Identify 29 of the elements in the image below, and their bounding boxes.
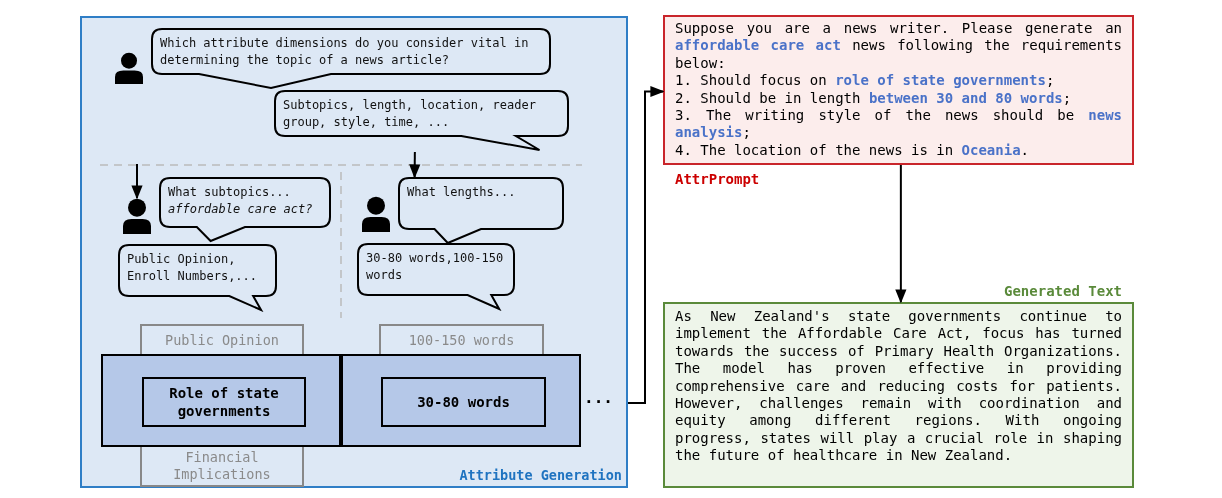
section-heading: Generated Text [1004, 282, 1122, 300]
option-box: Financial Implications [140, 447, 304, 487]
generated-text: As New Zealand's state governments continue to implement the Affordable Care Act, focus has turned towards the success of Primary Health Organizations. The model has proven effective in providing comprehensive care and reducing costs for patients. However, challenges remain with coordination and equity among different regions. With ongoing progress, states will play a crucial role in shaping the future of healthcare in New Zealand. [675, 308, 1122, 465]
speech-bubble: Subtopics, length, location, reader group, style, time, ... [274, 90, 569, 152]
prompt-text: Suppose you are a news writer. Please generate an affordable care act news following the requirements below: [675, 20, 1122, 73]
requirement-item: 3. The writing style of the news should be news analysis; [675, 107, 1122, 142]
section-heading: AttrPrompt [675, 171, 760, 189]
section-heading: Attribute Generation [459, 467, 622, 483]
person-icon [123, 198, 151, 234]
requirement-item: 2. Should be in length between 30 and 80 words; [675, 89, 1073, 108]
ellipsis-text: ... [584, 388, 613, 407]
speech-bubble: What subtopics... affordable care act? [159, 177, 331, 243]
requirement-item: 4. The location of the news is in Oceania. [675, 141, 1031, 160]
selected-attribute: 30-80 words [381, 377, 546, 427]
arrow [627, 85, 665, 405]
arrow [131, 163, 143, 200]
speech-bubble: 30-80 words,100-150 words [357, 243, 515, 311]
attribute-bar [101, 354, 341, 447]
arrow [409, 151, 421, 179]
person-icon [115, 52, 143, 84]
speech-bubble: What lengths... [398, 177, 564, 245]
speech-bubble: Which attribute dimensions do you consider vital in determining the topic of a news article? [151, 28, 551, 90]
attribute-panel [80, 16, 628, 488]
requirement-item: 1. Should focus on role of state governments; [675, 72, 1056, 90]
selected-attribute: Role of state governments [142, 377, 306, 427]
arrow [895, 164, 907, 304]
attribute-bar [341, 354, 581, 447]
person-icon [362, 196, 390, 232]
speech-bubble: Public Opinion, Enroll Numbers,... [118, 244, 277, 312]
